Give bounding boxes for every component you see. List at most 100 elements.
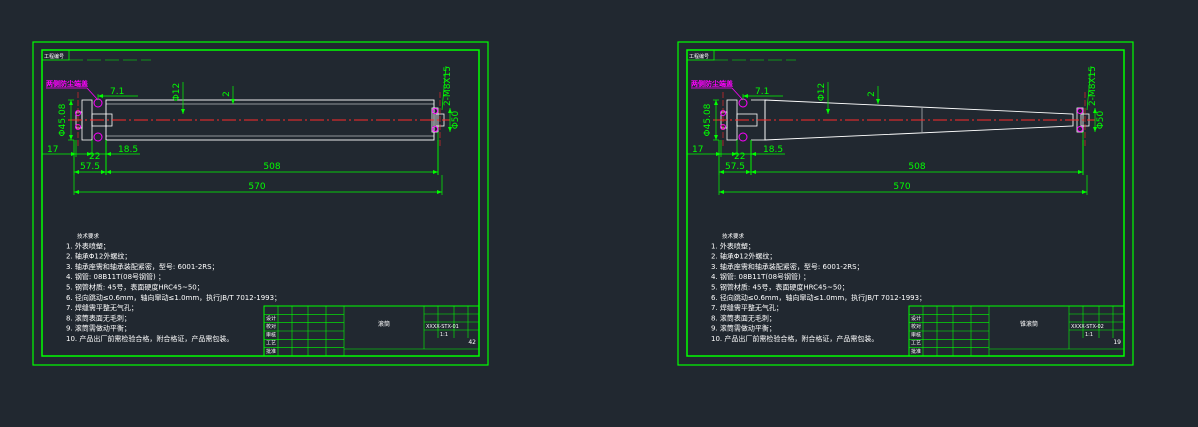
- dimension-arrow: [101, 170, 106, 174]
- drawing-scale: 1:1: [440, 332, 448, 338]
- note-line: 1. 外表喷塑；: [66, 241, 110, 250]
- sheet-outer-frame: [32, 41, 489, 366]
- note-line: 7. 焊缝需平整无气孔；: [66, 303, 138, 312]
- notes-heading: 技术要求: [722, 232, 745, 240]
- note-line: 3. 轴承座需和轴承装配紧密，型号: 6001-2RS；: [711, 262, 864, 271]
- project-label-box: [686, 49, 715, 61]
- dim-570: 570: [248, 182, 265, 192]
- dim-left-diameter: Φ45.08: [703, 103, 713, 136]
- dimension-arrow: [448, 108, 452, 113]
- dim-22: 22: [89, 152, 100, 162]
- dimension-arrow: [106, 170, 111, 174]
- dim-17: 17: [692, 145, 703, 155]
- note-line: 2. 轴承Φ12外螺纹；: [711, 252, 776, 261]
- dimension-arrow: [1093, 108, 1097, 113]
- note-line: 6. 径向跳动≤0.6mm，轴向窜动≤1.0mm，执行JB/T 7012-199…: [711, 293, 926, 302]
- title-row-label: 设计: [266, 315, 276, 322]
- note-line: 1. 外表喷塑；: [711, 241, 755, 250]
- right-bolt-top: [1077, 108, 1083, 114]
- dim-7-1: 7.1: [110, 87, 124, 97]
- dim-right-diameter: Φ50: [1096, 110, 1106, 129]
- dimension-arrow: [74, 170, 79, 174]
- drawing-number: XXXX-STX-01: [426, 324, 459, 330]
- dimension-arrow: [876, 99, 880, 104]
- note-line: 5. 钢管材质: 45号，表面硬度HRC45~50；: [66, 283, 204, 292]
- dim-570: 570: [893, 182, 910, 192]
- dim-wall: 2: [867, 91, 877, 97]
- title-row-label: 批准: [266, 348, 276, 355]
- dimension-arrow: [231, 99, 235, 104]
- title-row-label: 审核: [266, 331, 276, 338]
- right-bolt-top: [432, 108, 438, 114]
- dim-18-5: 18.5: [763, 145, 783, 155]
- dimension-arrow: [751, 170, 756, 174]
- sheet-inner-frame: [41, 49, 480, 357]
- note-line: 2. 轴承Φ12外螺纹；: [66, 252, 131, 261]
- right-bolt-bottom: [432, 126, 438, 132]
- dimension-arrow: [743, 94, 748, 98]
- right-bolt-bottom: [1077, 126, 1083, 132]
- dimension-arrow: [69, 135, 73, 140]
- sheet-number: 42: [468, 339, 476, 346]
- thread-leader: [441, 65, 447, 111]
- dimension-arrow: [69, 100, 73, 105]
- title-row-label: 校对: [266, 323, 276, 330]
- dimension-arrow: [1078, 170, 1083, 174]
- dim-17: 17: [47, 145, 58, 155]
- note-line: 8. 滚筒表面无毛刺；: [711, 313, 776, 322]
- note-line: 10. 产品出厂前需检验合格，附合格证，产品需包装。: [66, 334, 233, 343]
- dim-axle-diameter: Φ12: [817, 83, 827, 102]
- dim-508: 508: [263, 162, 280, 172]
- note-line: 10. 产品出厂前需检验合格，附合格证，产品需包装。: [711, 334, 878, 343]
- dimension-arrow: [732, 152, 737, 156]
- drawing-number: XXXX-STX-02: [1071, 324, 1104, 330]
- dim-left-diameter: Φ45.08: [58, 103, 68, 136]
- dimension-arrow: [826, 109, 830, 114]
- project-label: 工程编号: [44, 53, 64, 60]
- dim-right-diameter: Φ50: [451, 110, 461, 129]
- dim-axle-diameter: Φ12: [172, 83, 182, 102]
- left-seal-ring-bottom: [738, 132, 748, 142]
- note-line: 3. 轴承座需和轴承装配紧密，型号: 6001-2RS；: [66, 262, 219, 271]
- callout-label: 两侧防尘端盖: [691, 79, 733, 88]
- note-line: 4. 钢管: 08B11T(08号钢管) ；: [711, 272, 810, 281]
- dimension-arrow: [746, 170, 751, 174]
- dimension-arrow: [87, 152, 92, 156]
- note-line: 6. 径向跳动≤0.6mm，轴向窜动≤1.0mm，执行JB/T 7012-199…: [66, 293, 281, 302]
- dim-57-5: 57.5: [725, 162, 745, 172]
- dimension-arrow: [437, 190, 442, 194]
- note-line: 8. 滚筒表面无毛刺；: [66, 313, 131, 322]
- dim-508: 508: [908, 162, 925, 172]
- title-row-label: 审核: [911, 331, 921, 338]
- dim-22: 22: [734, 152, 745, 162]
- callout-label: 两侧防尘端盖: [46, 79, 88, 88]
- dim-7-1: 7.1: [755, 87, 769, 97]
- title-row-label: 工艺: [911, 341, 921, 347]
- dimension-arrow: [106, 152, 111, 156]
- dim-57-5: 57.5: [80, 162, 100, 172]
- left-seal-ring-bottom: [93, 132, 103, 142]
- left-seal-ring-top: [93, 98, 103, 108]
- title-row-label: 批准: [911, 348, 921, 355]
- dim-wall: 2: [222, 91, 232, 97]
- note-line: 9. 滚筒需做动平衡；: [66, 324, 131, 333]
- dimension-arrow: [181, 109, 185, 114]
- dimension-arrow: [448, 127, 452, 132]
- dim-18-5: 18.5: [118, 145, 138, 155]
- thread-leader: [1086, 65, 1092, 111]
- note-line: 9. 滚筒需做动平衡；: [711, 324, 776, 333]
- dimension-arrow: [74, 190, 79, 194]
- sheet-outer-frame: [677, 41, 1134, 366]
- callout-leader: [731, 87, 744, 101]
- drawing-name: 滚筒: [378, 320, 390, 328]
- dimension-arrow: [714, 100, 718, 105]
- note-line: 4. 钢管: 08B11T(08号钢管) ；: [66, 272, 165, 281]
- dimension-arrow: [716, 152, 721, 156]
- project-label-box: [41, 49, 70, 61]
- dimension-arrow: [719, 170, 724, 174]
- project-label: 工程编号: [689, 53, 709, 60]
